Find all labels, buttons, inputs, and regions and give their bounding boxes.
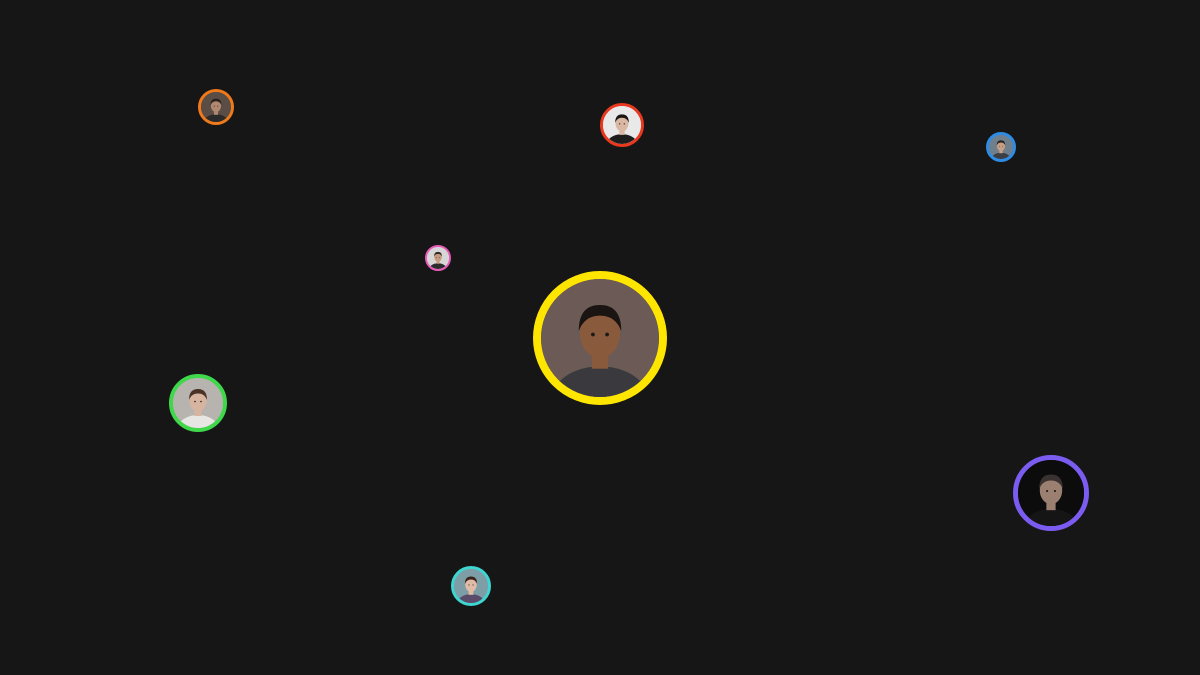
- avatar-blue-user[interactable]: [986, 132, 1016, 162]
- person-photo-icon: [989, 135, 1013, 159]
- avatar-pink-user[interactable]: [425, 245, 451, 271]
- avatar-green-user[interactable]: [169, 374, 227, 432]
- person-photo-icon: [173, 378, 223, 428]
- person-photo-icon: [603, 106, 641, 144]
- person-photo-icon: [541, 279, 659, 397]
- avatar-red-user[interactable]: [600, 103, 644, 147]
- avatar-center-user[interactable]: [533, 271, 667, 405]
- person-photo-icon: [201, 92, 231, 122]
- person-photo-icon: [454, 569, 488, 603]
- avatar-teal-user[interactable]: [451, 566, 491, 606]
- person-photo-icon: [1018, 460, 1084, 526]
- person-photo-icon: [427, 247, 449, 269]
- avatar-orange-user[interactable]: [198, 89, 234, 125]
- avatar-purple-user[interactable]: [1013, 455, 1089, 531]
